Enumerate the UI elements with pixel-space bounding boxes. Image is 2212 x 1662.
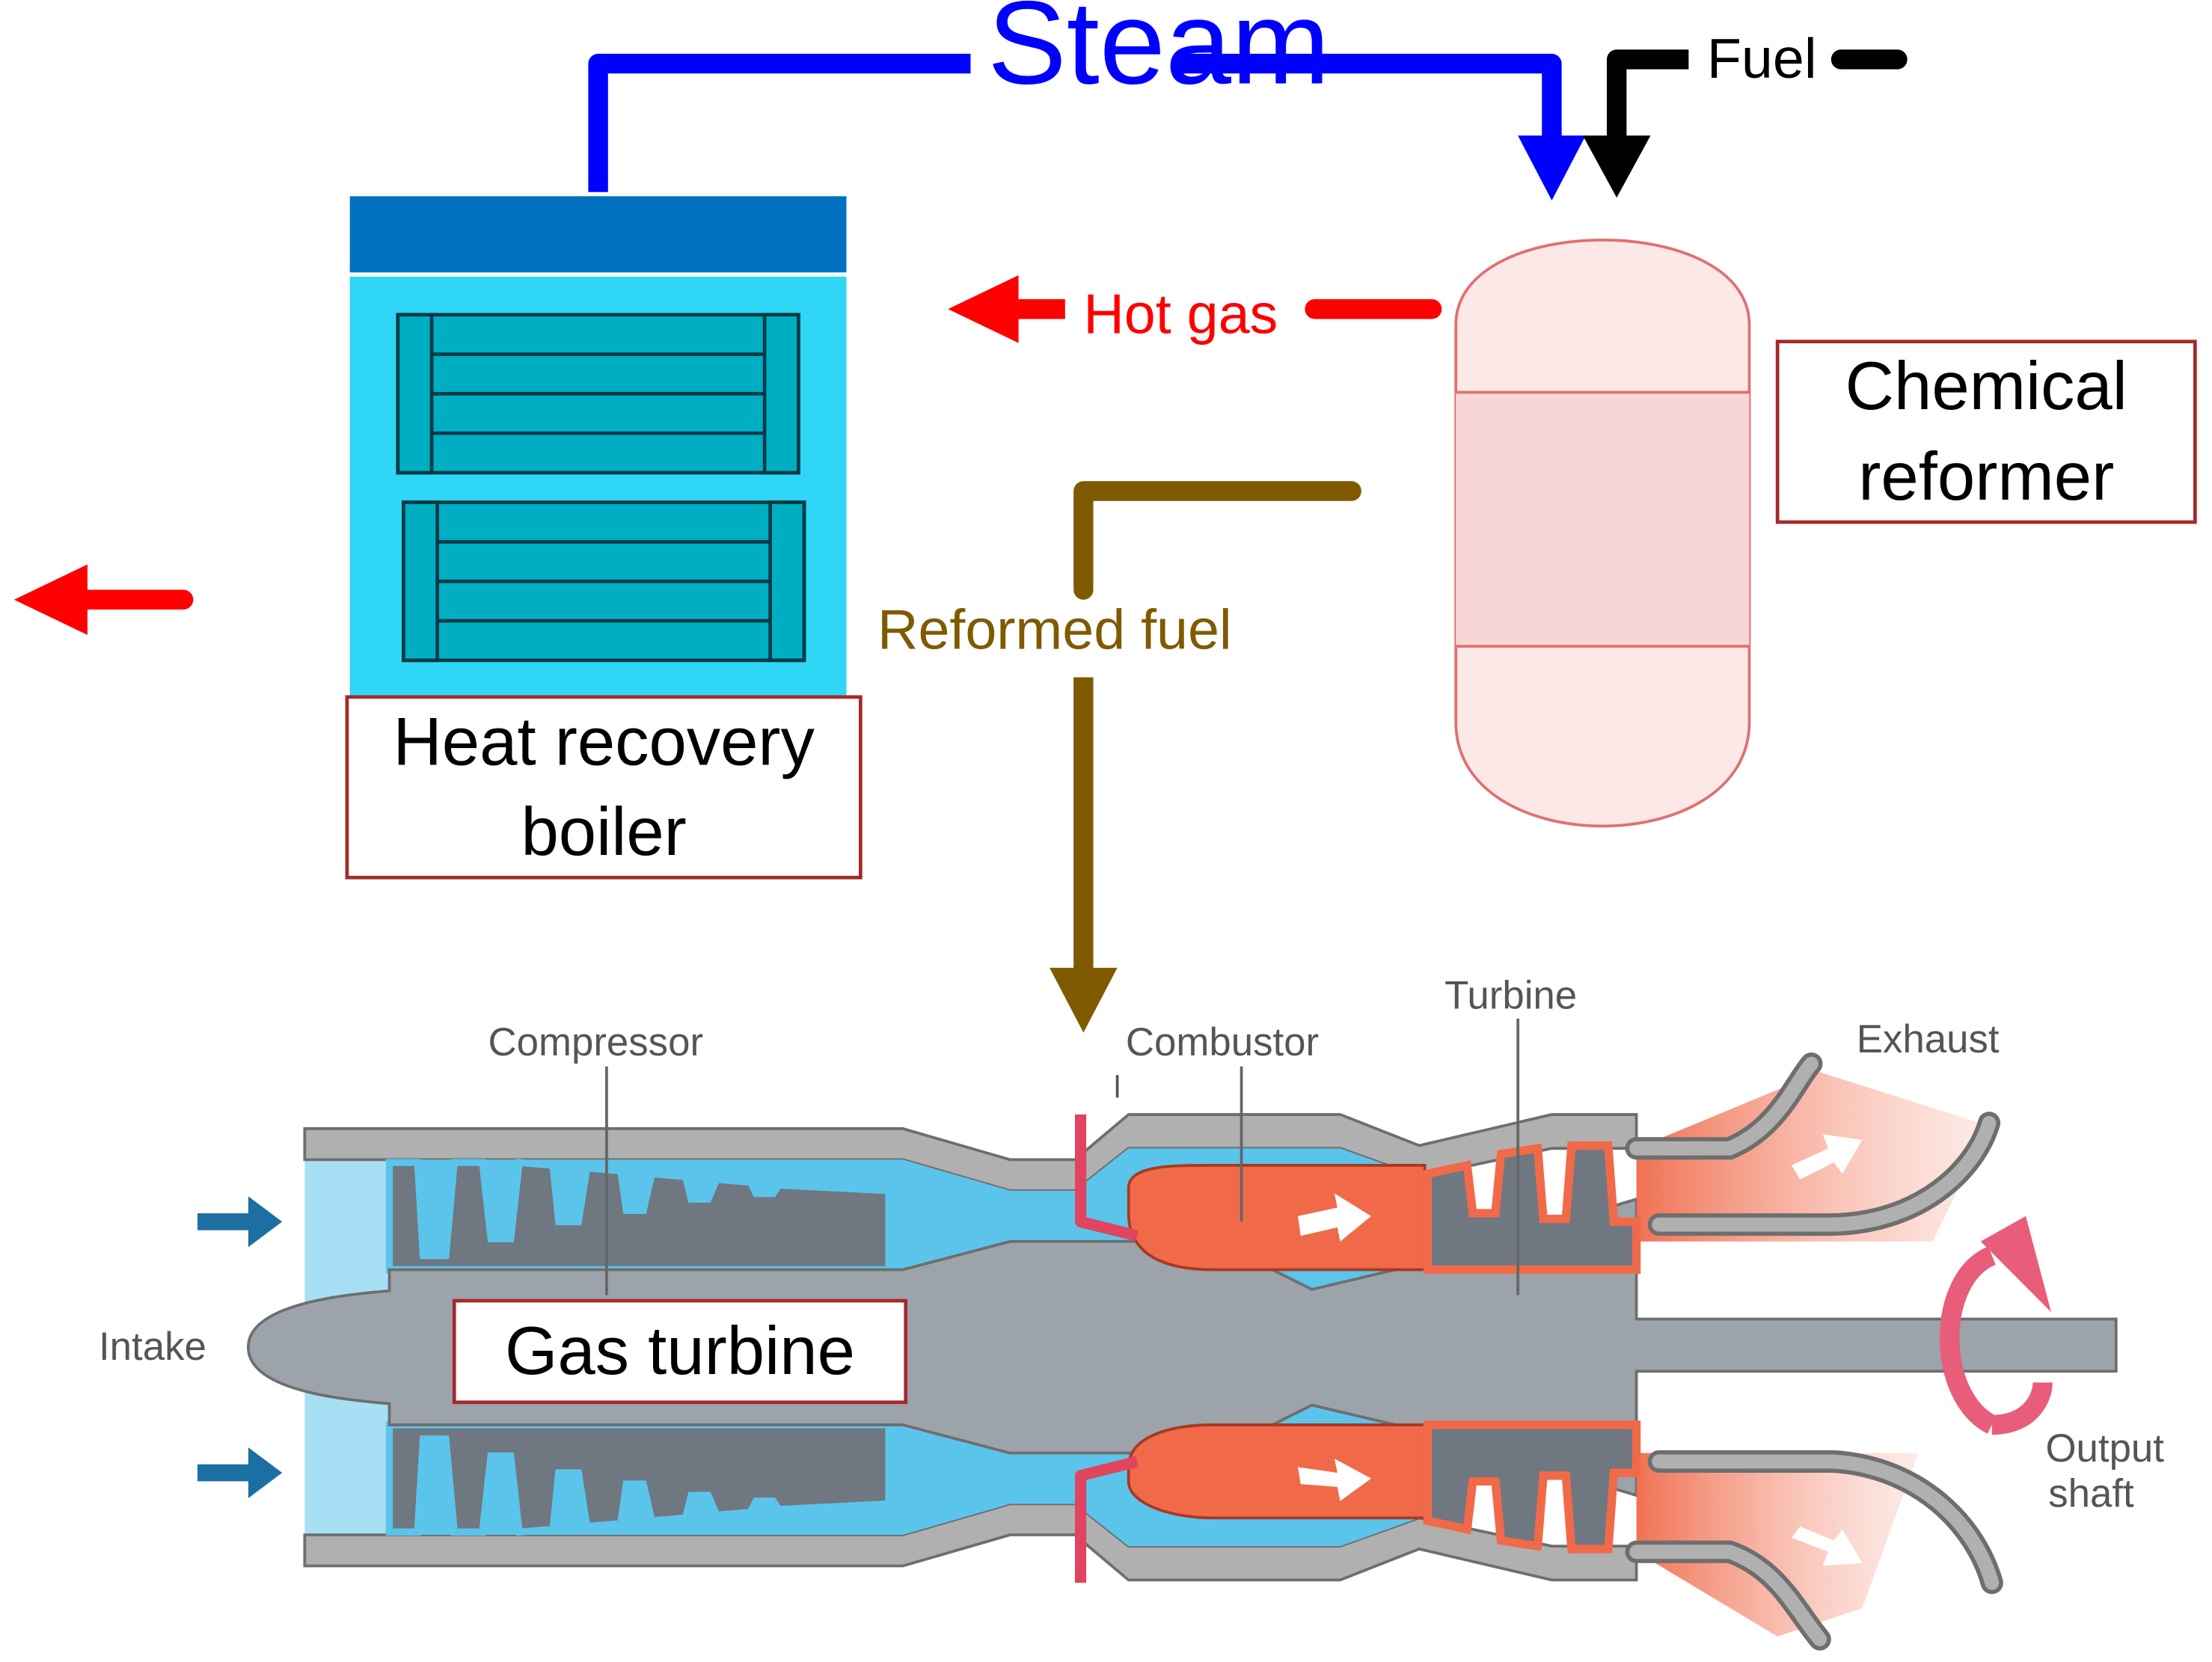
exhaust-plume-lower [1636, 1453, 1919, 1637]
exhaust-arrowhead-icon [13, 564, 88, 635]
turbine-blades-upper [1423, 1141, 1641, 1275]
reformer-label-line1: Chemical [1845, 349, 2127, 424]
compressor-blades-upper [385, 1159, 892, 1274]
flow-arrow-icon [1792, 1134, 1863, 1180]
hot-gas-line [948, 275, 1442, 343]
output-shaft-label-line1: Output [2045, 1426, 2164, 1471]
hot-gas-arrowhead-icon [948, 275, 1019, 343]
fuel-label: Fuel [1707, 27, 1817, 90]
exhaust-label: Exhaust [1857, 1017, 2000, 1061]
steam-arrowhead-icon [1518, 135, 1586, 201]
reformer-label-box [1775, 340, 2197, 524]
chemical-reformer-vessel [1454, 239, 1751, 828]
leader-lines [605, 1018, 1520, 1295]
flow-arrow-icon [1297, 1193, 1372, 1242]
combustor-lower [1127, 1423, 1427, 1520]
boiler-label-line2: boiler [521, 794, 686, 870]
reformed-fuel-line [1050, 481, 1361, 1033]
intake-arrows [197, 1196, 283, 1499]
flow-arrow-icon [1792, 1526, 1863, 1566]
fuel-line [1582, 49, 1908, 198]
reformed-fuel-label: Reformed fuel [877, 598, 1232, 661]
output-shaft-label-line2: shaft [2048, 1471, 2134, 1515]
intake-arrow-icon [197, 1196, 283, 1248]
boiler-exhaust-arrow [13, 564, 194, 635]
fuel-injector-upper [1075, 1114, 1139, 1242]
flow-arrow-icon [1297, 1459, 1372, 1501]
lower-tube-bank [401, 500, 806, 663]
fuel-arrowhead-icon [1582, 135, 1651, 198]
hot-gas-label: Hot gas [1083, 282, 1278, 345]
steam-label: Steam [987, 0, 1330, 109]
compressor-blades-lower [385, 1421, 892, 1536]
flow-arrows [1297, 1134, 1863, 1566]
reformer-label-line2: reformer [1858, 439, 2114, 515]
rotor-shaft [247, 1197, 2118, 1497]
turbine-blades-lower [1423, 1420, 1641, 1554]
reformed-fuel-arrowhead-icon [1050, 967, 1118, 1033]
combustor-upper [1127, 1164, 1427, 1272]
steam-line [588, 53, 1586, 201]
fuel-injector-lower [1075, 1456, 1139, 1583]
upper-tube-bank [396, 313, 800, 475]
compressor-label: Compressor [488, 1020, 704, 1064]
intake-arrow-icon [197, 1447, 283, 1499]
intake-label: Intake [99, 1325, 206, 1369]
heat-recovery-boiler [349, 196, 847, 697]
boiler-label-line1: Heat recovery [393, 704, 815, 779]
turbine-label: Turbine [1444, 974, 1577, 1018]
gas-turbine-label: Gas turbine [505, 1313, 855, 1389]
boiler-label-box [345, 695, 863, 880]
gas-turbine-label-box [452, 1298, 908, 1405]
combustor-label: Combustor [1126, 1020, 1319, 1064]
rotation-arrow-icon [1940, 1215, 2053, 1435]
